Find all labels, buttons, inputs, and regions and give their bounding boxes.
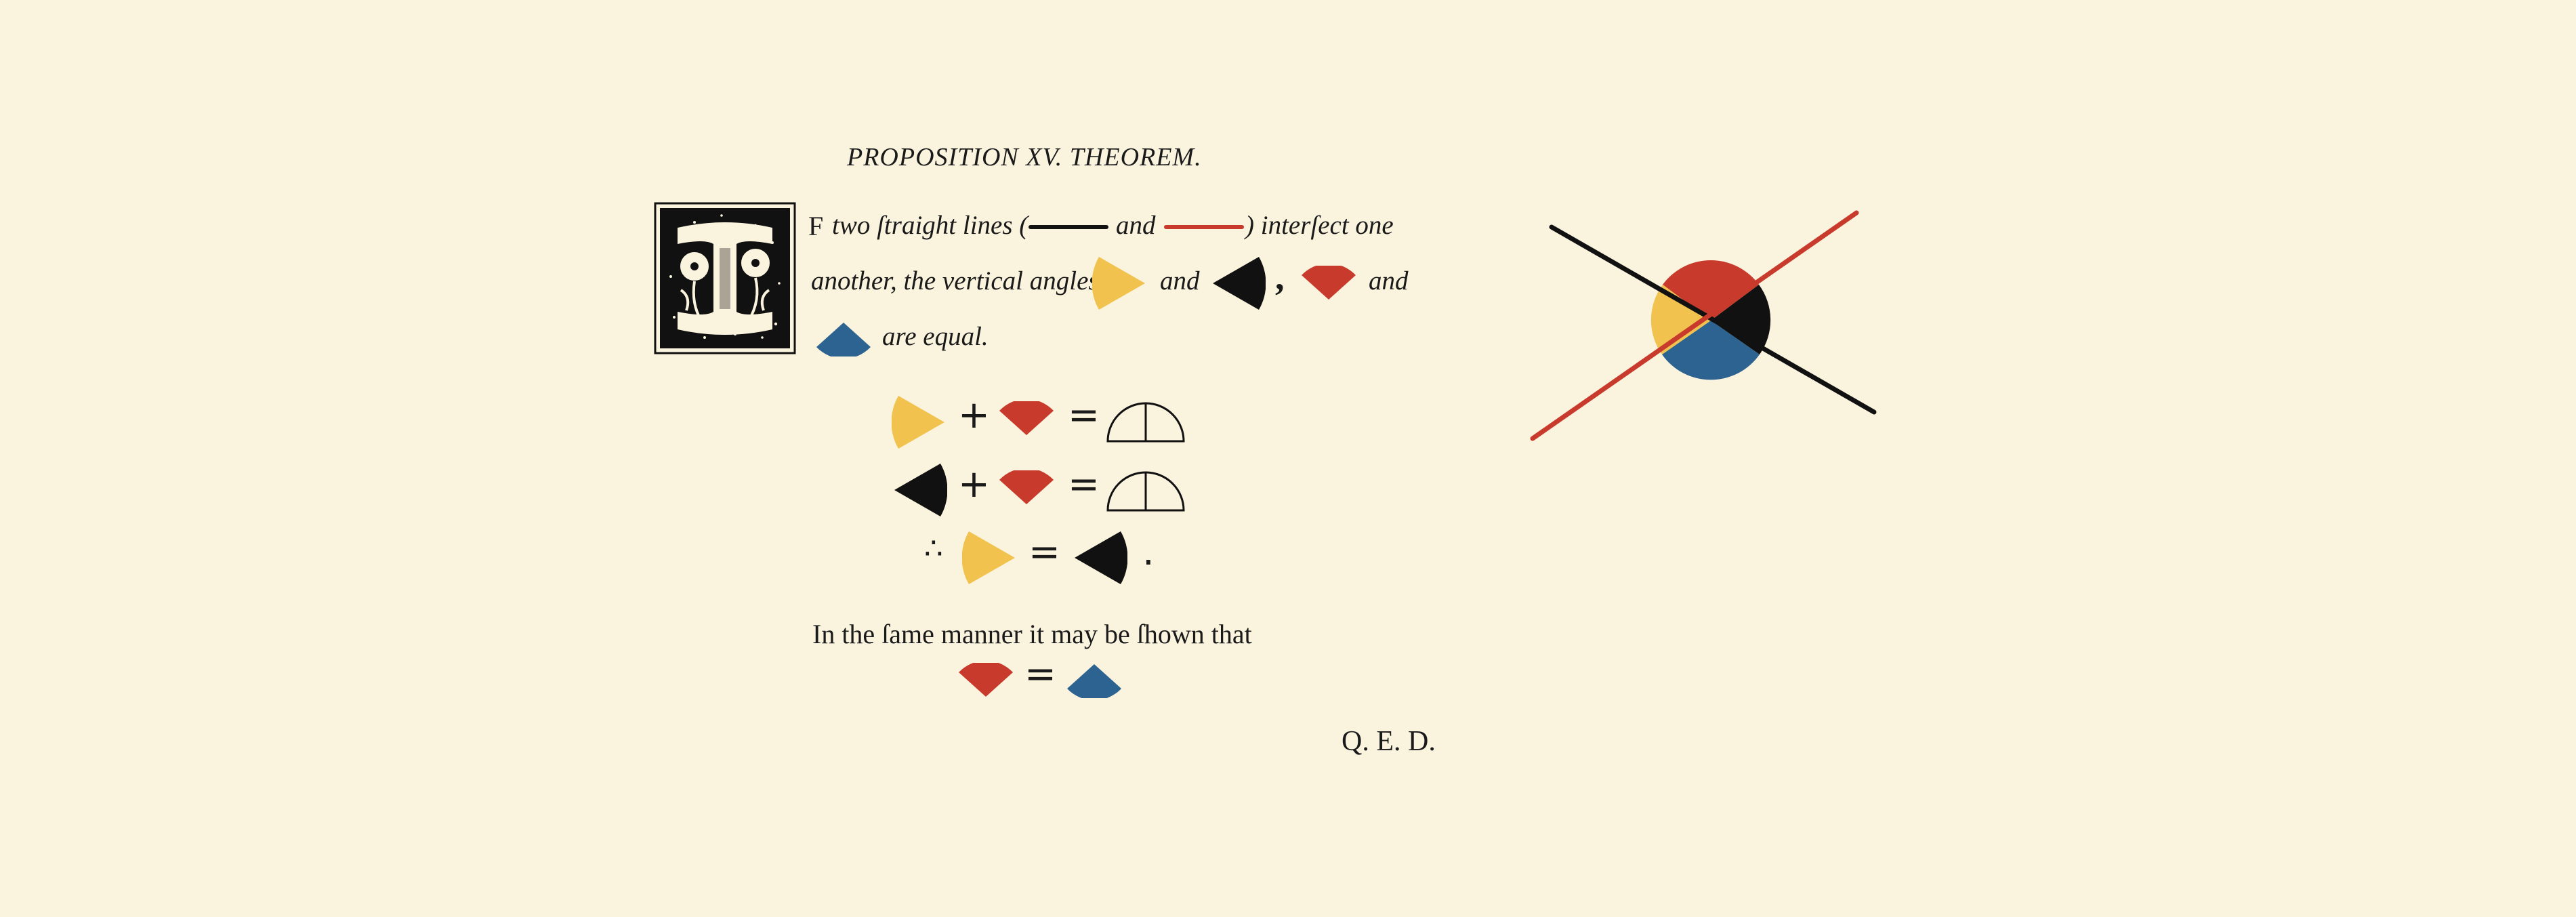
eq1-semicircle-icon [1106,399,1186,443]
diagram-blue-sector [1662,321,1760,380]
yellow-angle-icon [1092,253,1148,314]
eq2-equals: = [1068,462,1100,506]
red-line-icon [1164,224,1244,230]
eq2-semicircle-icon [1106,468,1186,512]
eq1-yellow-angle-icon [892,392,947,453]
blue-angle-icon [813,321,874,356]
eq2-black-angle-icon [892,460,947,521]
eq3-black-angle-icon [1072,527,1127,588]
diagram-yellow-sector [1650,285,1711,354]
intro-line-1-text-b: ) interſect one [1245,211,1394,240]
drop-cap [654,202,796,354]
qed-text: Q. E. D. [1342,726,1436,757]
intro-line-1-text-a: two ſtraight lines ( [832,211,1029,240]
eq1-equals: = [1068,393,1100,437]
eq2-red-angle-icon [996,470,1057,506]
eq3-period: . [1142,530,1155,574]
conclusion-blue-angle-icon [1064,663,1125,698]
black-line-icon [1029,224,1108,230]
eq1-red-angle-icon [996,401,1057,436]
ornamental-initial-icon [654,202,796,354]
conclusion-red-angle-icon [955,663,1016,698]
black-angle-icon [1210,253,1266,314]
drop-cap-continuation: F [808,211,824,241]
intersecting-lines-diagram [1518,197,1897,461]
diagram-black-line [1549,224,1877,415]
proposition-title: PROPOSITION XV. THEOREM. [847,143,1202,171]
eq2-plus: + [958,462,990,506]
intro-line-1-and: and [1116,211,1156,240]
intro-line-2-comma: , [1275,257,1285,298]
intro-line-3-text: are equal. [882,322,989,351]
intro-line-1: F [808,210,823,242]
conclusion-equals: = [1024,652,1056,696]
intro-line-2-and-2: and [1369,266,1409,296]
diagram-red-line [1530,210,1859,441]
conclusion-text: In the ſame manner it may be ſhown that [812,619,1252,649]
intro-line-2-and-1: and [1160,266,1200,296]
eq3-equals: = [1029,530,1060,574]
eq3-therefore: ∴ [924,531,943,566]
eq3-yellow-angle-icon [962,527,1018,588]
diagram-red-sector [1663,260,1759,321]
intro-line-2-text: another, the vertical angles [811,266,1099,296]
red-angle-icon [1298,266,1359,301]
diagram-black-sector [1711,285,1771,354]
eq1-plus: + [958,393,990,437]
